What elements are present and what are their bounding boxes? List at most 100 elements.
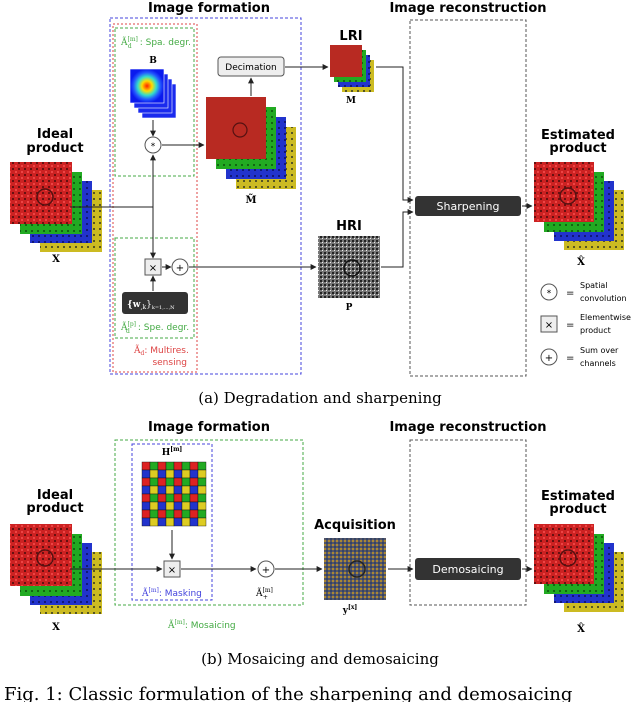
sharpening-label: Sharpening: [437, 200, 500, 213]
cfa-cell: [149, 469, 159, 479]
ideal-product-label-b-2: product: [26, 501, 83, 516]
cfa-cell: [173, 461, 183, 471]
ideal-product-label-a-1: Ideal: [37, 127, 73, 142]
h-label: H: [162, 448, 171, 458]
svg-text:Ã[m]d: Spa. degr.: Ã[m]d: Spa. degr.: [120, 36, 191, 50]
cfa-cell: [181, 501, 191, 511]
cfa-cell: [157, 509, 167, 519]
cfa-cell: [165, 517, 175, 527]
cfa-cell: [141, 461, 151, 471]
cfa-cell: [181, 517, 191, 527]
spa-sym: Ã: [120, 36, 128, 48]
svg-text:×: ×: [545, 320, 553, 331]
cfa-cell: [157, 501, 167, 511]
lri-stack: [330, 45, 374, 92]
cfa-cell: [197, 493, 207, 503]
svg-text:Sum over: Sum over: [580, 346, 619, 355]
cfa-cell: [181, 469, 191, 479]
cfa-cell: [189, 477, 199, 487]
cfa-cell: [189, 493, 199, 503]
cfa-cell: [197, 469, 207, 479]
cfa-cell: [181, 485, 191, 495]
caption-a: (a) Degradation and sharpening: [198, 389, 442, 407]
mtilde-stack: [206, 97, 296, 189]
cfa-cell: [165, 485, 175, 495]
decimation-box: [217, 56, 285, 77]
svg-text:Ã[p]d: Spe. degr.: Ã[p]d: Spe. degr.: [120, 321, 189, 335]
masking-label: : Masking: [159, 589, 202, 599]
spe-degr-box: [114, 237, 195, 339]
xhat-label-a: X̂: [577, 256, 585, 268]
cfa-cell: [173, 501, 183, 511]
cfa-cell: [157, 485, 167, 495]
x-label-a: X: [52, 254, 60, 265]
estimated-product-label-a-1: Estimated: [541, 128, 615, 143]
cfa-cell: [197, 485, 207, 495]
ideal-product-label-b-1: Ideal: [37, 488, 73, 503]
xhat-label-b: X̂: [577, 623, 585, 635]
spa-degr-label: : Spa. degr.: [140, 38, 191, 48]
cfa-cell: [141, 485, 151, 495]
cfa-cell: [157, 469, 167, 479]
estimated-product-label-b-1: Estimated: [541, 489, 615, 504]
cfa-cell: [173, 517, 183, 527]
ideal-product-stack-a: [10, 162, 102, 252]
cfa-cell: [189, 501, 199, 511]
multires-label-1: : Multires.: [144, 346, 188, 356]
image-formation-heading-a: Image formation: [148, 1, 270, 16]
svg-text:*: *: [547, 289, 552, 299]
hri-image: [318, 236, 380, 298]
svg-text:product: product: [580, 326, 611, 335]
convolution-operator: [144, 136, 162, 154]
multires-label-2: sensing: [152, 358, 187, 368]
svg-text:+: +: [262, 565, 270, 576]
demosaicing-label: Demosaicing: [432, 563, 503, 576]
svg-text:Ã[m]: Masking: Ã[m]: Masking: [141, 587, 202, 599]
cfa-cell: [197, 517, 207, 527]
mtilde-label: M̃: [245, 194, 256, 206]
mosaicing-label: : Mosaicing: [185, 621, 236, 631]
arrows-b: [70, 530, 533, 572]
svg-text:Ã[m]: Mosaicing: Ã[m]: Mosaicing: [167, 619, 236, 631]
sharpening-box: [415, 196, 521, 216]
estimated-product-label-a-2: product: [549, 141, 606, 156]
lri-label: LRI: [339, 29, 362, 44]
image-formation-box-a: [109, 17, 302, 375]
acquisition-image: [324, 538, 386, 600]
cfa-cell: [141, 509, 151, 519]
image-reconstruction-heading-b: Image reconstruction: [389, 420, 546, 435]
cfa-cell: [141, 517, 151, 527]
cfa-cell: [157, 517, 167, 527]
multires-box: [112, 23, 198, 373]
figure-caption: Fig. 1: Classic formulation of the sharp…: [4, 684, 572, 702]
image-reconstruction-box-b: [409, 439, 527, 606]
spe-degr-label: : Spe. degr.: [138, 323, 189, 333]
masking-box: [131, 443, 213, 601]
multiply-operator-a: [144, 258, 162, 276]
blur-kernel-stack: [129, 68, 177, 119]
svg-text:×: ×: [149, 263, 157, 274]
sum-operator-b: [257, 560, 275, 578]
x-label-b: X: [52, 622, 60, 633]
svg-text:convolution: convolution: [580, 294, 627, 303]
cfa-cell: [189, 461, 199, 471]
cfa-cell: [141, 469, 151, 479]
m-label: M: [346, 96, 356, 106]
svg-text:=: =: [566, 320, 574, 331]
legend-convolution-icon: [540, 283, 558, 301]
cfa-cell: [165, 509, 175, 519]
arrows-a: [70, 64, 533, 291]
estimated-product-label-b-2: product: [549, 502, 606, 517]
svg-text:=: =: [566, 288, 574, 299]
cfa-cell: [189, 485, 199, 495]
cfa-cell: [173, 493, 183, 503]
caption-b: (b) Mosaicing and demosaicing: [201, 650, 439, 668]
svg-text:+: +: [545, 353, 553, 364]
cfa-cell: [165, 477, 175, 487]
cfa-cell: [181, 477, 191, 487]
cfa-cell: [189, 517, 199, 527]
cfa-cell: [149, 493, 159, 503]
cfa-cell: [173, 509, 183, 519]
multiply-operator-b: [163, 560, 181, 578]
